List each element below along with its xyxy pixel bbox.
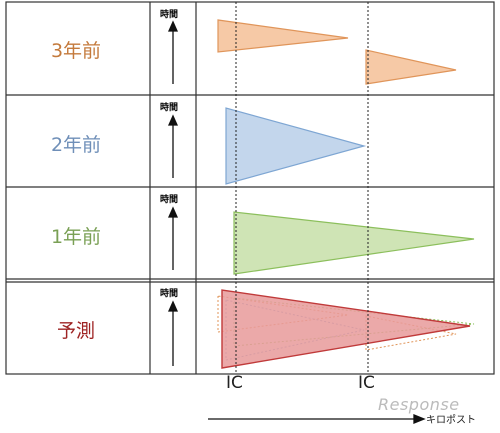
time-arrows [167,20,179,366]
time-arrow-head-1 [167,20,179,32]
time-arrow-head-2 [167,114,179,126]
congestion-triangle-3y-a [217,19,349,53]
table-border [5,1,495,375]
time-arrow-head-4 [167,300,179,312]
ic-label-1: IC [226,373,243,393]
time-label-3: 時間 [160,195,179,205]
table-grid [5,1,495,375]
time-label-1: 時間 [160,10,179,20]
watermark: Response [378,395,460,414]
x-axis-head [413,414,426,424]
x-axis-arrow [208,414,426,424]
ic-label-2: IC [358,373,375,393]
row-label-2-years-ago: 2年前 [50,134,102,156]
congestion-triangle-3y-b [365,49,457,85]
time-arrow-head-3 [167,206,179,218]
row-label-forecast: 予測 [56,320,95,342]
congestion-triangle-2y [225,107,367,185]
congestion-triangle-1y [233,211,475,275]
row-label-3-years-ago: 3年前 [50,40,102,62]
x-axis-label: キロポスト [426,415,476,426]
time-label-4: 時間 [160,289,179,299]
time-label-2: 時間 [160,103,179,113]
ic-lines [235,2,369,374]
row-label-1-year-ago: 1年前 [50,226,102,248]
congestion-triangle-forecast [221,289,471,369]
